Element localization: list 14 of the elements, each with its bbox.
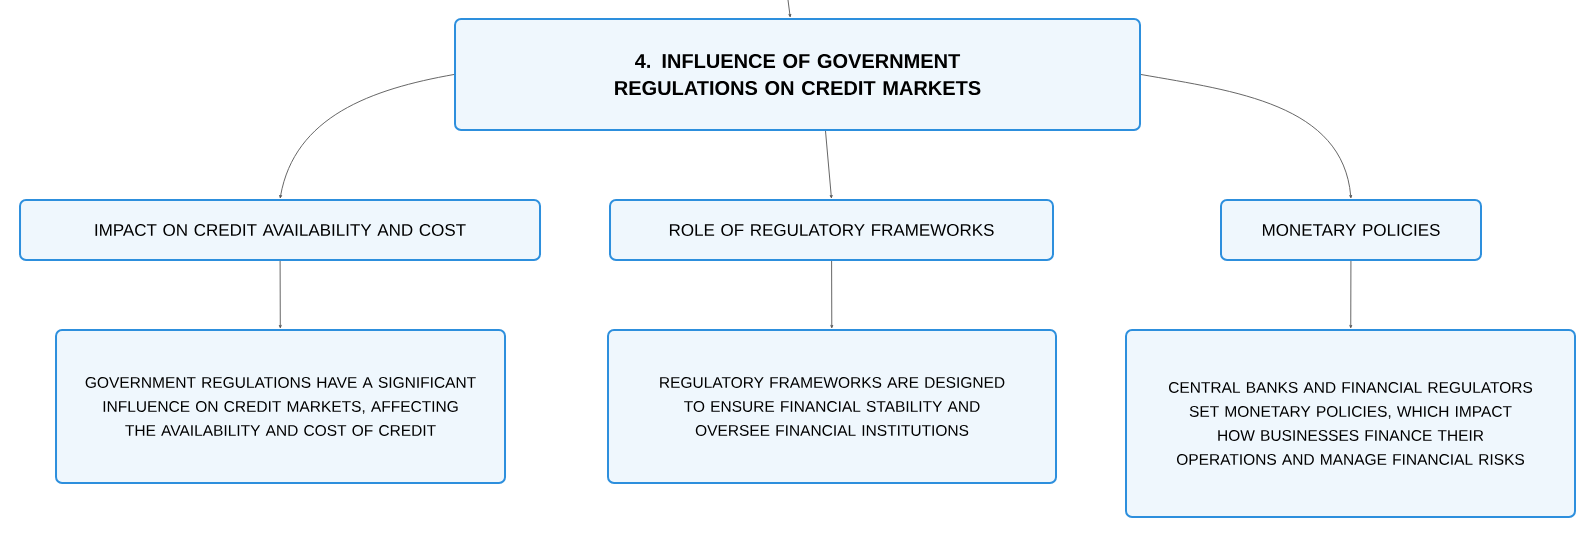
description-box: GOVERNMENT REGULATIONS HAVE A SIGNIFICANT INFLUENCE ON CREDIT MARKETS, AFFECTING THE AVAILABILITY AND COST OF CREDIT <box>55 329 506 484</box>
title-box: 4. INFLUENCE OF GOVERNMENT REGULATIONS ON CREDIT MARKETS <box>454 18 1141 131</box>
arrow <box>825 130 833 199</box>
arrow <box>1349 260 1353 329</box>
topic-box: IMPACT ON CREDIT AVAILABILITY AND COST <box>19 199 541 261</box>
arrow <box>1140 74 1353 199</box>
arrow <box>278 260 282 329</box>
arrow <box>279 74 455 199</box>
arrow <box>787 0 792 18</box>
topic-box: ROLE OF REGULATORY FRAMEWORKS <box>609 199 1054 261</box>
description-box: REGULATORY FRAMEWORKS ARE DESIGNED TO ENSURE FINANCIAL STABILITY AND OVERSEE FINANCIAL INSTITUTIONS <box>607 329 1057 484</box>
topic-box: MONETARY POLICIES <box>1220 199 1482 261</box>
description-box: CENTRAL BANKS AND FINANCIAL REGULATORS SET MONETARY POLICIES, WHICH IMPACT HOW BUSINESSES FINANCE THEIR OPERATIONS AND MANAGE FINANCIAL RISKS <box>1125 329 1576 518</box>
arrow <box>830 260 834 329</box>
